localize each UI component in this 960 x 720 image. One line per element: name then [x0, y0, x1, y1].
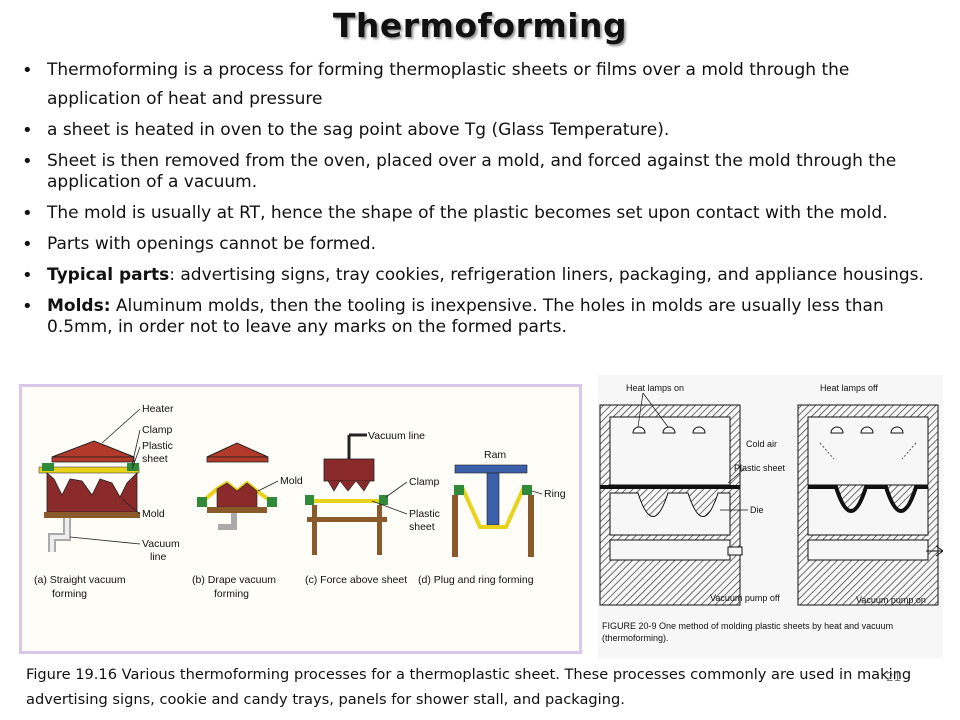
diagram-force-above-sheet — [305, 433, 388, 555]
svg-text:forming: forming — [214, 588, 249, 600]
bullet-list: Thermoforming is a process for forming t… — [22, 56, 947, 348]
svg-text:Heater: Heater — [142, 403, 174, 415]
svg-text:sheet: sheet — [409, 521, 435, 533]
svg-text:(c) Force above sheet: (c) Force above sheet — [305, 574, 407, 586]
svg-text:(thermoforming).: (thermoforming). — [602, 633, 669, 643]
bullet-item: Molds: Aluminum molds, then the tooling … — [22, 296, 947, 338]
bullet-item: a sheet is heated in oven to the sag poi… — [22, 120, 947, 141]
mold-heat-lamps-off — [797, 404, 943, 606]
svg-text:Ram: Ram — [484, 449, 506, 461]
svg-text:Heat lamps off: Heat lamps off — [820, 383, 878, 393]
svg-text:(a) Straight vacuum: (a) Straight vacuum — [34, 574, 126, 586]
diagram-straight-vacuum — [38, 440, 140, 552]
bullet-item: Thermoforming is a process for forming t… — [22, 56, 947, 114]
slide-number: 21 — [886, 670, 902, 684]
svg-text:FIGURE 20-9 One method of mo: FIGURE 20-9 One method of molding plasti… — [602, 621, 893, 631]
bullet-item: Sheet is then removed from the oven, pla… — [22, 151, 947, 193]
svg-text:(b) Drape vacuum: (b) Drape vacuum — [192, 574, 276, 586]
svg-text:Die: Die — [750, 505, 764, 515]
diagram-plug-and-ring — [452, 464, 534, 557]
heat-vacuum-molding-figure: Heat lamps on Heat lamps off Cold air Pl… — [598, 375, 943, 658]
svg-text:Heat lamps on: Heat lamps on — [626, 383, 684, 393]
svg-text:forming: forming — [52, 588, 87, 600]
svg-text:Clamp: Clamp — [409, 476, 440, 488]
thermoforming-processes-figure: Heater Clamp Plastic sheet Mold Vacuum l… — [19, 384, 582, 654]
svg-text:Plastic: Plastic — [142, 440, 173, 452]
svg-text:sheet: sheet — [142, 453, 168, 465]
svg-text:Mold: Mold — [142, 508, 165, 520]
svg-text:Plastic sheet: Plastic sheet — [734, 463, 786, 473]
svg-text:Vacuum line: Vacuum line — [368, 430, 425, 442]
slide-title: Thermoforming — [332, 6, 628, 45]
svg-text:(d) Plug and ring forming: (d) Plug and ring forming — [418, 574, 534, 586]
figure-caption: Figure 19.16 Various thermoforming proce… — [26, 666, 912, 708]
svg-text:Cold air: Cold air — [746, 439, 777, 449]
bullet-item: Parts with openings cannot be formed. — [22, 234, 947, 255]
svg-text:Plastic: Plastic — [409, 508, 440, 520]
bullet-item: Typical parts: advertising signs, tray c… — [22, 265, 947, 286]
bullet-item: The mold is usually at RT, hence the sha… — [22, 203, 947, 224]
svg-text:Vacuum pump off: Vacuum pump off — [710, 593, 780, 603]
svg-text:Mold: Mold — [280, 475, 303, 487]
svg-text:line: line — [150, 551, 167, 563]
svg-text:Ring: Ring — [544, 488, 566, 500]
mold-heat-lamps-on — [599, 404, 743, 606]
svg-text:Vacuum pump on: Vacuum pump on — [856, 595, 926, 605]
svg-text:Clamp: Clamp — [142, 424, 173, 436]
svg-text:Vacuum: Vacuum — [142, 538, 180, 550]
diagram-drape-vacuum — [197, 442, 277, 530]
